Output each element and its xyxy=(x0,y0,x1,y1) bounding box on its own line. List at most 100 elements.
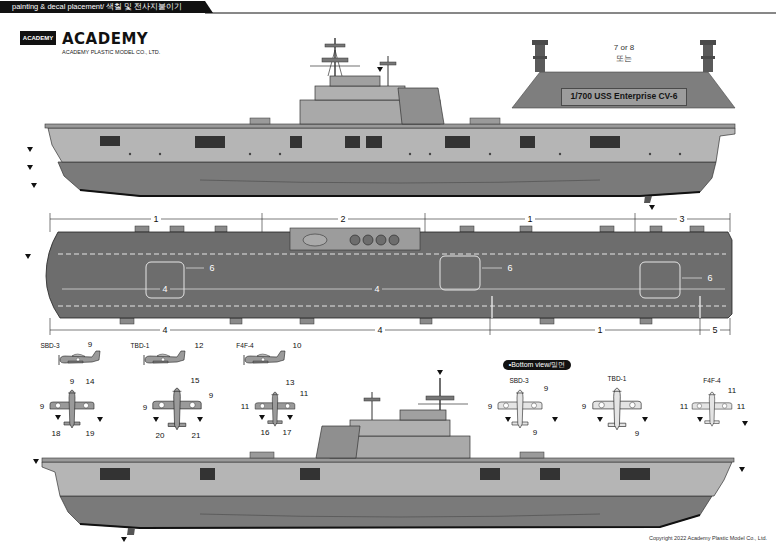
ship-side-view xyxy=(31,183,37,188)
aircraft-views xyxy=(642,417,648,422)
flight-deck-plan xyxy=(730,318,731,335)
callout-number: 11 xyxy=(680,402,688,411)
ship-side-view xyxy=(400,410,446,420)
ship-side-view xyxy=(33,370,745,542)
callout-number: 11 xyxy=(300,389,308,398)
aircraft-views xyxy=(50,390,94,428)
ship-side-view xyxy=(366,136,382,148)
aircraft-views xyxy=(697,417,703,422)
ship-side-view xyxy=(200,180,600,183)
ship-side-view xyxy=(388,56,389,86)
flight-deck-plan xyxy=(700,318,701,335)
ship-side-view xyxy=(426,396,454,400)
flight-deck-plan xyxy=(690,226,704,232)
callout-number: 9 xyxy=(70,377,74,386)
ship-side-view xyxy=(398,88,444,124)
ship-side-view xyxy=(42,462,732,496)
ship-side-view xyxy=(27,147,33,152)
marking-callout: 4 xyxy=(160,284,169,294)
display-stand xyxy=(532,40,548,45)
marking-callout: 6 xyxy=(505,263,514,273)
ship-side-view xyxy=(45,124,735,128)
aircraft-views xyxy=(259,415,265,420)
flight-deck-plan xyxy=(230,318,242,324)
flight-deck-plan xyxy=(420,318,432,324)
stand-note: 또는 xyxy=(616,54,632,63)
ship-side-view xyxy=(200,468,215,480)
ship-side-view xyxy=(350,420,450,436)
flight-deck-plan xyxy=(425,213,426,232)
ship-side-view xyxy=(649,153,651,155)
ship-side-view xyxy=(620,468,650,480)
marking-callout: 6 xyxy=(705,273,714,283)
ship-side-view xyxy=(60,496,712,528)
ship-side-view xyxy=(250,118,270,124)
aircraft-type: F4F-4 xyxy=(236,342,253,349)
dimension-label: 4 xyxy=(160,325,169,335)
flight-deck-plan xyxy=(490,318,491,335)
ship-side-view xyxy=(121,537,127,542)
flight-deck-plan xyxy=(215,226,227,232)
aircraft-views xyxy=(255,392,295,426)
view-tag: •Bottom view/밑면 xyxy=(503,360,572,370)
flight-deck-plan xyxy=(491,296,492,318)
ship-side-view xyxy=(80,515,700,528)
aircraft-views xyxy=(505,417,511,422)
ship-side-view xyxy=(195,136,225,148)
aircraft-views xyxy=(244,351,285,365)
header-band xyxy=(205,13,776,14)
flight-deck-plan xyxy=(682,278,702,279)
callout-number: 11 xyxy=(737,402,745,411)
ship-side-view xyxy=(429,153,431,155)
ship-side-view xyxy=(372,392,373,420)
node-text: painting & decal placement/ 색칠 및 전사지붙이기 xyxy=(12,3,182,12)
header-banner: painting & decal placement/ 색칠 및 전사지붙이기 xyxy=(0,2,190,13)
aircraft-views xyxy=(50,351,748,430)
ship-side-view xyxy=(679,153,681,155)
callout-number: 9 xyxy=(488,402,492,411)
ship-side-view xyxy=(100,468,650,480)
flight-deck-plan xyxy=(520,226,532,232)
flight-deck-plan xyxy=(350,235,360,245)
callout-number: 11 xyxy=(728,386,736,395)
ship-side-view xyxy=(322,58,348,62)
ship-side-view xyxy=(315,86,405,100)
ship-side-view xyxy=(418,404,468,405)
callout-number: 18 xyxy=(52,429,61,438)
callout-number: 14 xyxy=(86,377,95,386)
dimension-label: 5 xyxy=(710,325,719,335)
aircraft-type: TBD-1 xyxy=(608,375,627,382)
logo-box: ACADEMY xyxy=(20,31,56,46)
copyright-note: Copyright 2022 Academy Plastic Model Co.… xyxy=(649,535,767,541)
callout-number: 10 xyxy=(293,341,302,350)
flight-deck-plan xyxy=(730,213,731,232)
callout-number: 9 xyxy=(582,402,586,411)
ship-side-view xyxy=(380,62,396,65)
company-name: ACADEMY PLASTIC MODEL CO., LTD. xyxy=(62,49,160,55)
ship-side-view xyxy=(127,528,135,535)
flight-deck-plan xyxy=(58,306,726,307)
node-text: ACADEMY xyxy=(23,35,53,42)
flight-deck-plan xyxy=(303,234,327,246)
flight-deck-plan xyxy=(650,226,662,232)
aircraft-views xyxy=(153,417,159,422)
callout-number: 9 xyxy=(635,429,639,438)
ship-side-view xyxy=(445,136,470,148)
callout-number: 19 xyxy=(86,429,95,438)
stand-note: 7 or 8 xyxy=(614,43,634,52)
ship-side-view xyxy=(27,165,33,170)
ship-side-view xyxy=(58,162,716,196)
ship-side-view xyxy=(345,136,360,148)
flight-deck-plan xyxy=(440,256,480,290)
aircraft-views xyxy=(197,417,203,422)
ship-side-view xyxy=(200,514,600,517)
flight-deck-plan xyxy=(58,254,726,255)
ship-side-view xyxy=(48,128,735,162)
aircraft-type: SBD-3 xyxy=(509,377,528,384)
marking-callout: 6 xyxy=(207,263,216,273)
callout-number: 17 xyxy=(283,428,292,437)
flight-deck-plan xyxy=(146,262,184,298)
dimension-label: 1 xyxy=(525,214,534,224)
aircraft-views xyxy=(55,415,61,420)
header-band xyxy=(0,1,776,13)
